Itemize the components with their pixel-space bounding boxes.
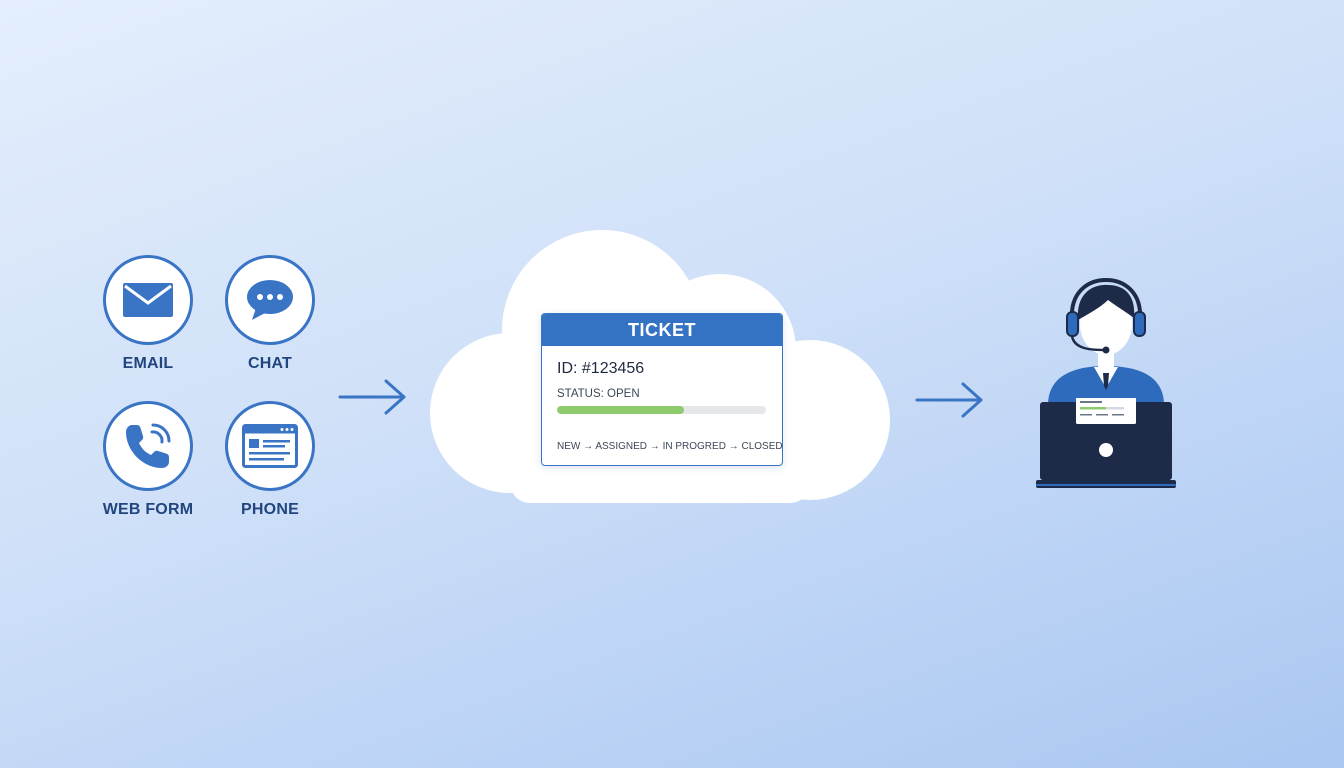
channel-web-form-label: WEB FORM [102, 501, 194, 518]
web-form-icon [242, 424, 298, 468]
channel-web-form-circle [103, 401, 193, 491]
ticket-id: ID: #123456 [557, 360, 645, 377]
channel-email-circle [103, 255, 193, 345]
channel-chat-label: CHAT [247, 355, 293, 372]
ticket-card: TICKET ID: #123456 STATUS: OPEN NEW → AS… [541, 313, 783, 466]
ticket-workflow: NEW → ASSIGNED → IN PROGRED → CLOSED [557, 441, 783, 452]
channel-phone: PHONE [200, 401, 340, 519]
ticket-progress-fill [557, 406, 685, 414]
laptop-icon [1036, 394, 1176, 488]
channel-phone-label: PHONE [241, 501, 299, 518]
channel-chat-circle [225, 255, 315, 345]
arrow-right-icon [915, 382, 983, 418]
support-agent-illustration [1036, 277, 1176, 488]
agent-head [1077, 284, 1135, 368]
ticket-status: STATUS: OPEN [557, 388, 640, 400]
ticket-title: TICKET [542, 314, 782, 346]
ticket-progress-bar [557, 406, 766, 414]
arrow-right-icon [338, 379, 406, 415]
channel-web-form: WEB FORM [78, 401, 218, 519]
phone-handset-icon [126, 423, 171, 468]
channel-email: EMAIL [78, 255, 218, 373]
headset-icon [1066, 277, 1146, 354]
envelope-icon [123, 283, 173, 317]
chat-bubble-icon [247, 280, 293, 320]
channel-email-label: EMAIL [122, 355, 174, 372]
channel-phone-circle [225, 401, 315, 491]
channel-chat: CHAT [200, 255, 340, 373]
